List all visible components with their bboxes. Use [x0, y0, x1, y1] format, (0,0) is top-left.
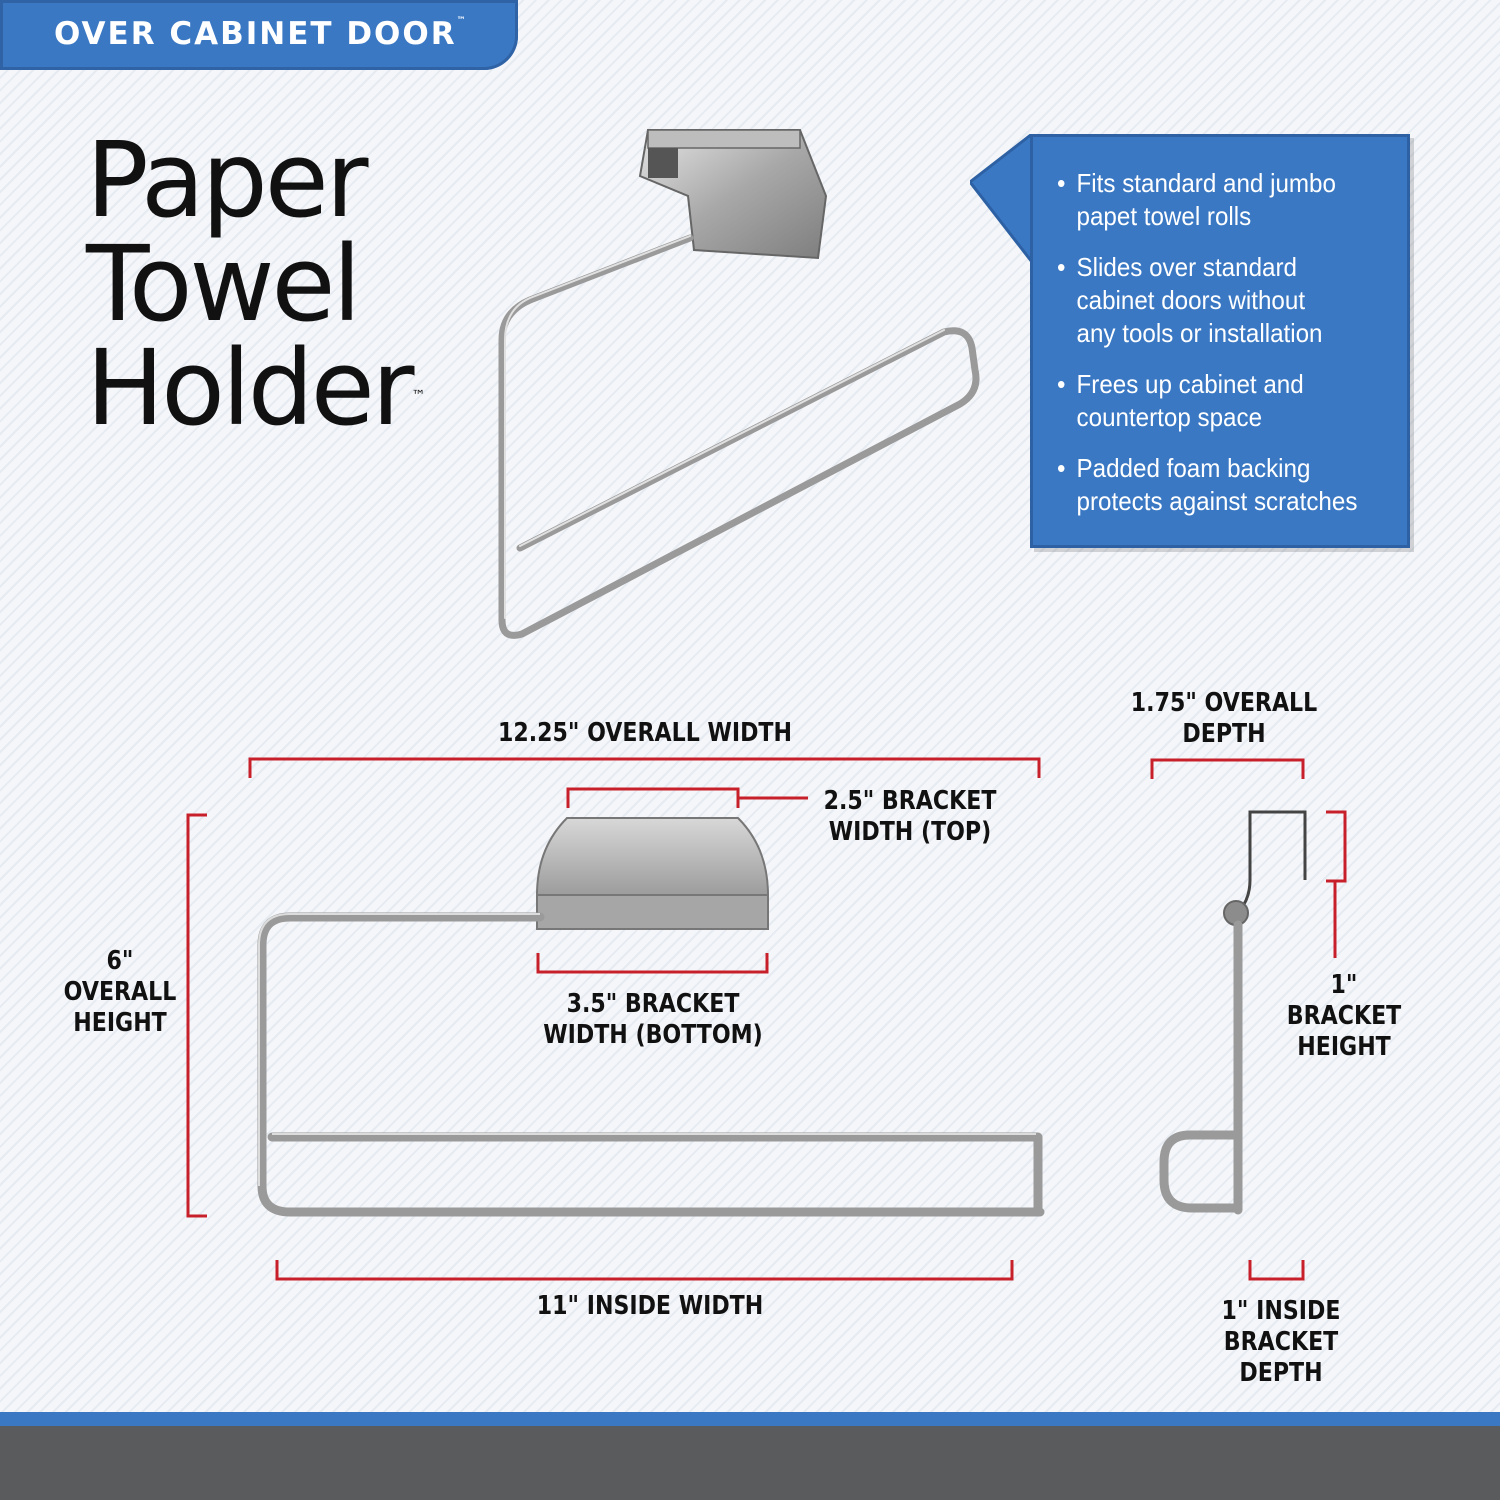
front-view: [257, 817, 1045, 1217]
trademark-symbol: ™: [411, 388, 426, 404]
dim-overall-width: [248, 757, 1041, 778]
footer-accent-bar: [0, 1412, 1500, 1426]
side-view: [1159, 810, 1307, 1215]
bracket-3d: [638, 129, 828, 260]
dim-overall-depth: [1150, 758, 1305, 779]
wire-frame-upper: [498, 234, 980, 639]
dim-bracket-bottom: [536, 953, 769, 974]
label-inside-width: 11" INSIDE WIDTH: [536, 1291, 764, 1321]
title-line-1: Paper: [86, 119, 369, 241]
header-tab-label: OVER CABINET DOOR™: [54, 16, 466, 52]
dim-inside-width: [275, 1260, 1014, 1281]
title-line-2: Towel: [86, 223, 361, 345]
front-wire-outer: [257, 912, 1045, 1217]
dim-inside-depth: [1248, 1260, 1305, 1281]
side-wire: [1159, 920, 1243, 1215]
footer-bar: [0, 1426, 1500, 1500]
front-wire-bar: [267, 1132, 1043, 1217]
side-bracket: [1238, 810, 1307, 911]
dimension-lines: [186, 757, 1347, 1281]
header-tab: OVER CABINET DOOR™: [0, 0, 518, 70]
product-title: Paper Towel Holder™: [86, 128, 425, 440]
title-line-3: Holder™: [86, 327, 426, 449]
front-bracket: [535, 817, 770, 896]
dim-bracket-top: [566, 787, 740, 808]
product-photo: [498, 129, 980, 639]
label-overall-width: 12.25" OVERALL WIDTH: [497, 718, 792, 748]
feature-arrow-icon: [970, 134, 1032, 264]
dim-bracket-height: [1326, 810, 1347, 883]
dim-overall-height: [186, 813, 207, 1218]
